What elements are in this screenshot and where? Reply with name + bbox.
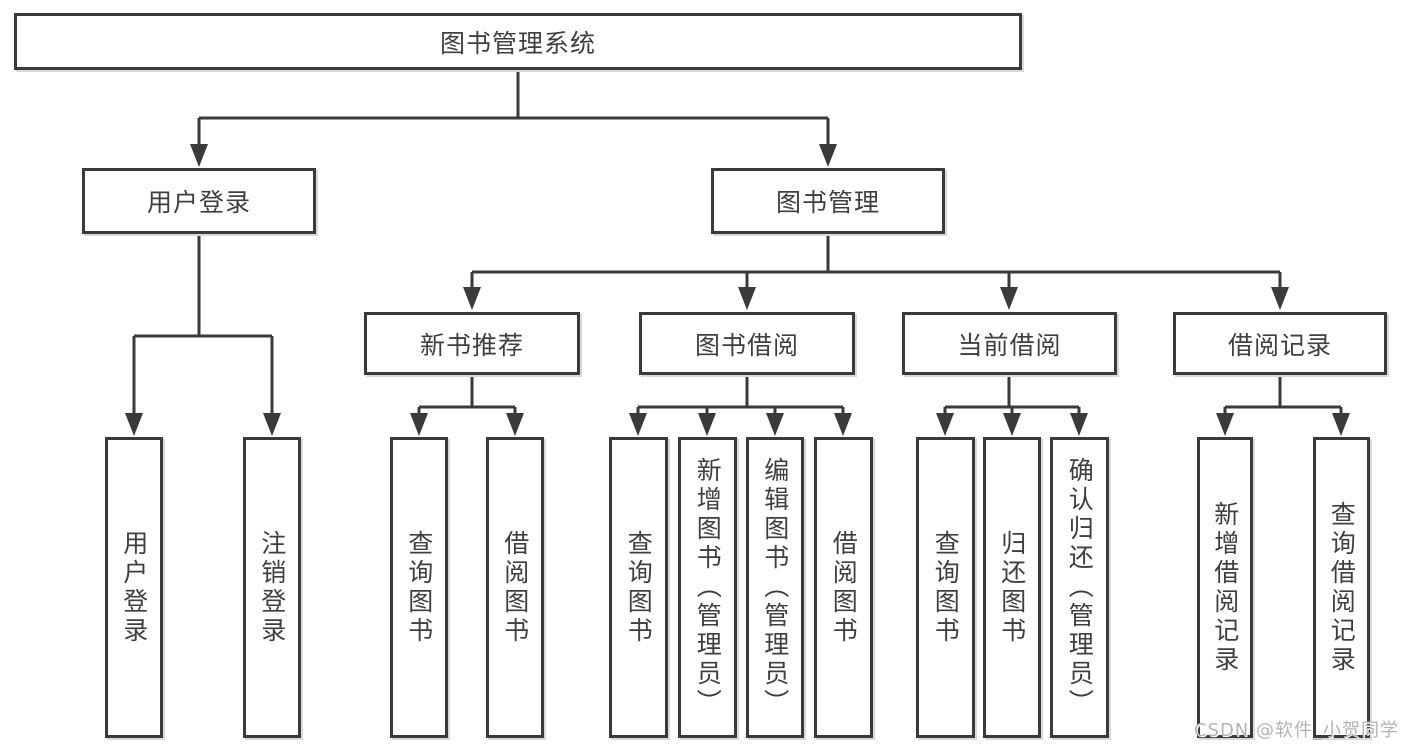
leaf-edit-books-admin: 编辑图书（管理员） bbox=[746, 437, 804, 738]
leaf-query-books-current: 查询图书 bbox=[916, 437, 975, 738]
leaf-add-borrow-record-label: 新增借阅记录 bbox=[1210, 500, 1240, 675]
leaf-query-books-current-label: 查询图书 bbox=[931, 529, 961, 646]
leaf-confirm-return-admin: 确认归还（管理员） bbox=[1050, 437, 1109, 738]
leaf-add-borrow-record: 新增借阅记录 bbox=[1197, 437, 1253, 738]
leaf-user-login: 用户登录 bbox=[105, 437, 163, 738]
node-new-book-recommendation: 新书推荐 bbox=[364, 312, 580, 375]
node-book-borrowing: 图书借阅 bbox=[639, 312, 855, 375]
connector-new-book-branch bbox=[410, 375, 524, 436]
leaf-confirm-return-admin-label: 确认归还（管理员） bbox=[1065, 457, 1095, 718]
leaf-borrow-books-recommend-label: 借阅图书 bbox=[500, 529, 530, 646]
leaf-query-borrow-record-label: 查询借阅记录 bbox=[1327, 500, 1357, 675]
node-user-login: 用户登录 bbox=[82, 168, 316, 234]
node-current-borrowing: 当前借阅 bbox=[902, 312, 1117, 375]
connector-root-branch bbox=[190, 70, 837, 167]
leaf-add-books-admin-label: 新增图书（管理员） bbox=[693, 457, 723, 718]
leaf-borrow-books-borrowing-label: 借阅图书 bbox=[829, 529, 859, 646]
connector-user-login-branch bbox=[125, 234, 281, 436]
node-library-management-system: 图书管理系统 bbox=[14, 13, 1022, 70]
leaf-query-borrow-record: 查询借阅记录 bbox=[1313, 437, 1370, 738]
connector-book-borrow-branch bbox=[629, 375, 852, 436]
connector-borrow-record-branch bbox=[1216, 375, 1350, 436]
csdn-watermark: CSDN @软件_小贺同学 bbox=[1193, 720, 1399, 741]
leaf-query-books-recommend-label: 查询图书 bbox=[404, 529, 434, 646]
leaf-query-books-borrowing: 查询图书 bbox=[609, 437, 668, 738]
leaf-logout-label: 注销登录 bbox=[257, 529, 287, 646]
leaf-query-books-borrowing-label: 查询图书 bbox=[624, 529, 654, 646]
leaf-add-books-admin: 新增图书（管理员） bbox=[678, 437, 737, 738]
leaf-query-books-recommend: 查询图书 bbox=[390, 437, 448, 738]
connector-book-management-branch bbox=[463, 234, 1289, 310]
node-borrowing-records: 借阅记录 bbox=[1173, 312, 1387, 375]
connector-current-borrow-branch bbox=[936, 375, 1088, 436]
leaf-borrow-books-borrowing: 借阅图书 bbox=[814, 437, 873, 738]
leaf-edit-books-admin-label: 编辑图书（管理员） bbox=[760, 457, 790, 718]
leaf-logout: 注销登录 bbox=[243, 437, 301, 738]
node-book-management: 图书管理 bbox=[711, 168, 945, 234]
leaf-return-books-label: 归还图书 bbox=[997, 529, 1027, 646]
leaf-return-books: 归还图书 bbox=[983, 437, 1041, 738]
leaf-borrow-books-recommend: 借阅图书 bbox=[486, 437, 544, 738]
leaf-user-login-label: 用户登录 bbox=[119, 529, 149, 646]
